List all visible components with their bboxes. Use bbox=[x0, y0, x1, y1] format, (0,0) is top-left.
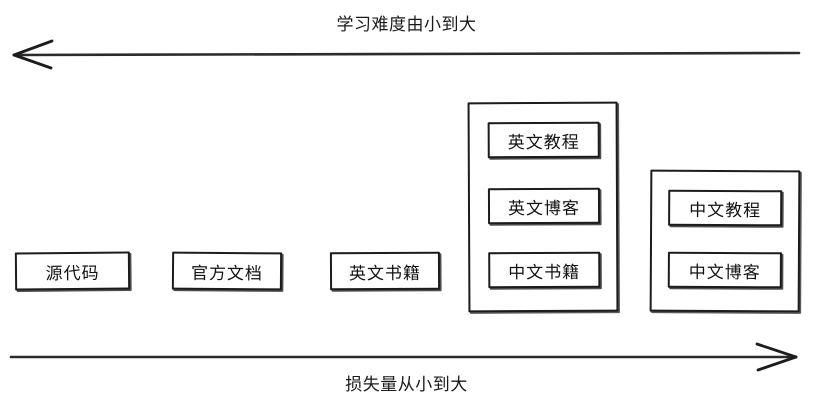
node-chinese-books[interactable]: 中文书籍 bbox=[488, 251, 601, 289]
node-official-docs[interactable]: 官方文档 bbox=[171, 251, 283, 291]
group-chinese-resources: 中文教程 中文博客 bbox=[649, 169, 801, 313]
group-english-tutorials: 英文教程 英文博客 中文书籍 bbox=[467, 101, 619, 313]
node-label: 中文博客 bbox=[688, 262, 761, 283]
node-label: 英文博客 bbox=[507, 198, 581, 219]
node-english-tutorial[interactable]: 英文教程 bbox=[487, 121, 600, 159]
node-label: 英文教程 bbox=[507, 132, 580, 153]
node-label: 官方文档 bbox=[190, 263, 264, 284]
arrow-right-icon bbox=[9, 342, 798, 372]
node-label: 英文书籍 bbox=[348, 263, 422, 284]
node-source-code[interactable]: 源代码 bbox=[14, 251, 131, 291]
node-label: 源代码 bbox=[45, 263, 100, 284]
node-chinese-tutorial[interactable]: 中文教程 bbox=[668, 189, 783, 227]
node-chinese-blog[interactable]: 中文博客 bbox=[667, 251, 782, 289]
node-english-blog[interactable]: 英文博客 bbox=[487, 187, 601, 225]
top-axis-label: 学习难度由小到大 bbox=[336, 15, 477, 35]
arrow-left-icon bbox=[12, 39, 801, 70]
node-label: 中文教程 bbox=[689, 200, 762, 221]
bottom-axis-label: 损失量从小到大 bbox=[345, 375, 468, 395]
node-label: 中文书籍 bbox=[508, 262, 581, 283]
node-english-books[interactable]: 英文书籍 bbox=[329, 251, 441, 291]
